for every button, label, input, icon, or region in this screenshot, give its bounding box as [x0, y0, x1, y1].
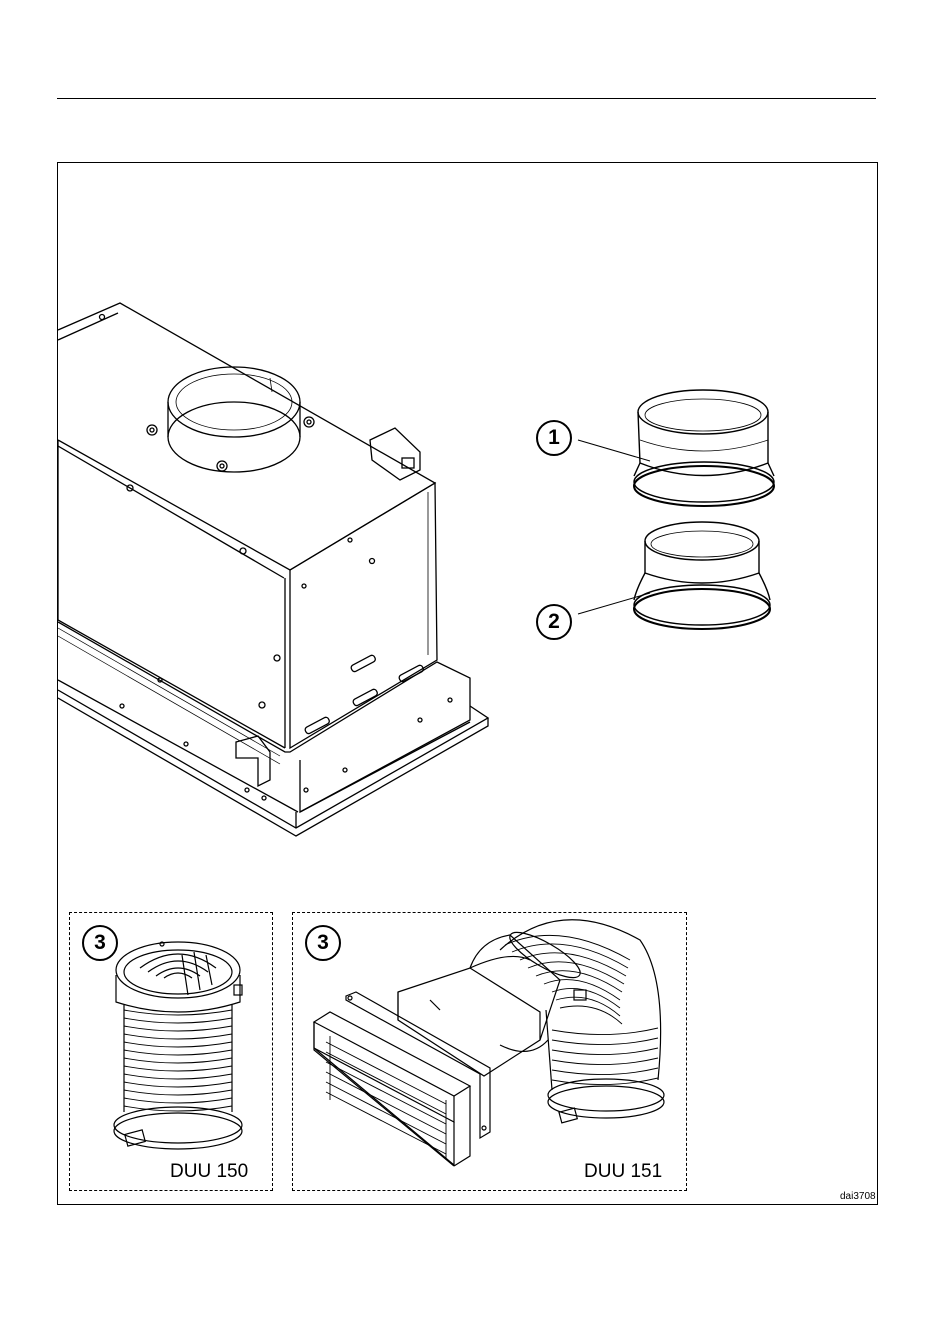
duu-151-box: [292, 912, 687, 1191]
label-duu-151: DUU 151: [584, 1161, 662, 1183]
cooker-hood-illustration: [58, 303, 488, 836]
collar-ring-1: [578, 390, 774, 506]
callout-3-duu-150: 3: [82, 925, 118, 961]
collar-ring-2: [578, 522, 770, 629]
callout-3-duu-151: 3: [305, 925, 341, 961]
callout-2: 2: [536, 604, 572, 640]
callout-1: 1: [536, 420, 572, 456]
label-duu-150: DUU 150: [170, 1161, 248, 1183]
figure-reference: dai3708: [840, 1191, 876, 1202]
